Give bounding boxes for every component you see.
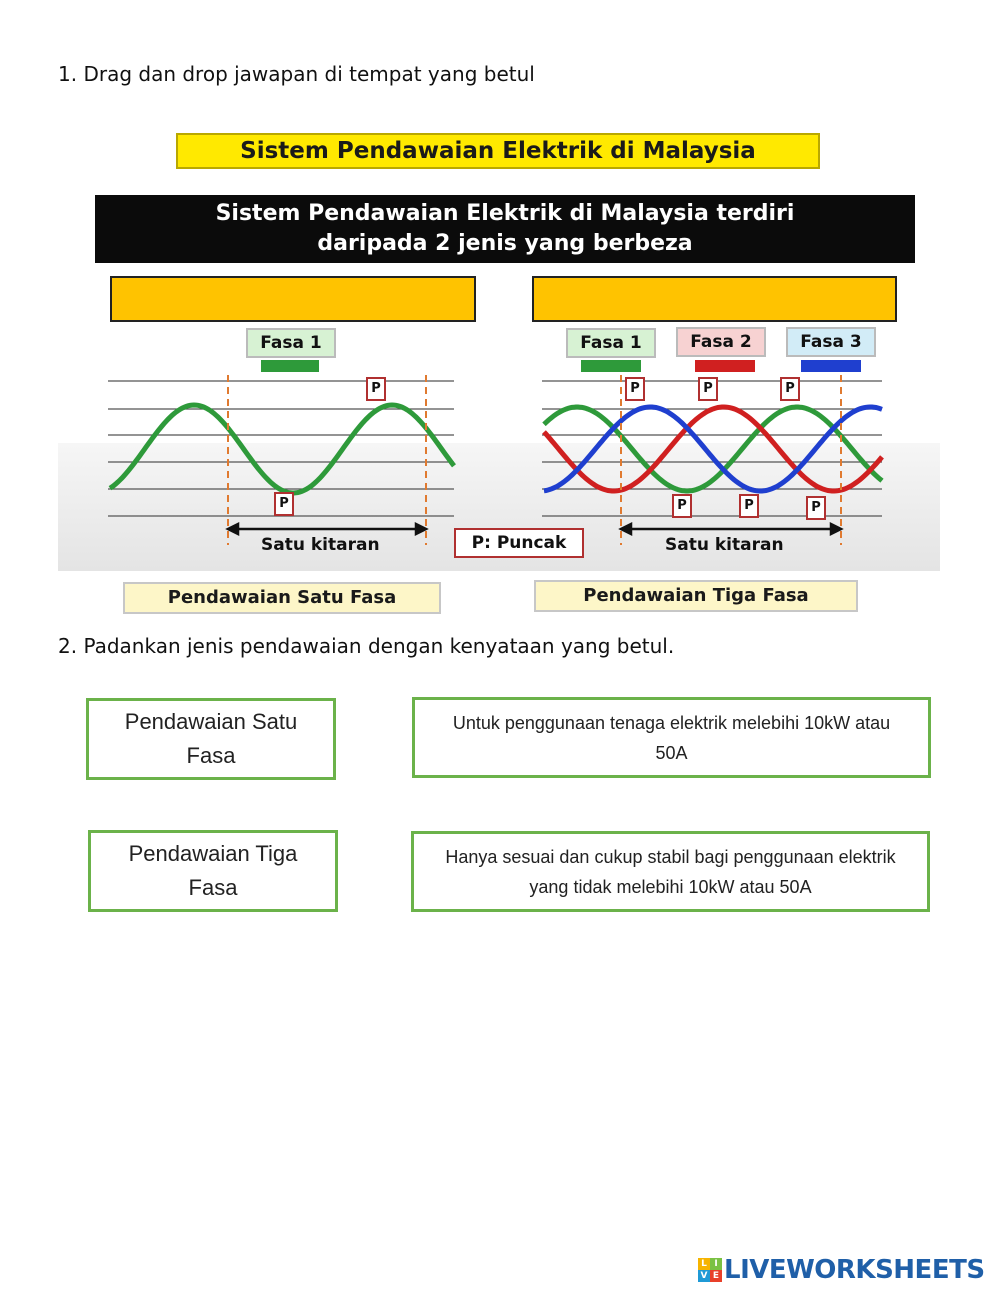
wiring-system-figure: Sistem Pendawaian Elektrik di Malaysia S… <box>58 125 940 620</box>
match-term-label: Pendawaian Satu Fasa <box>124 709 298 768</box>
label-left-fasa-1: Fasa 1 <box>246 328 336 358</box>
waveform-diagram <box>108 360 884 545</box>
match-statement-under-10kw[interactable]: Hanya sesuai dan cukup stabil bagi pengg… <box>411 831 930 912</box>
caption-three-phase: Pendawaian Tiga Fasa <box>534 580 858 612</box>
match-statement-label: Hanya sesuai dan cukup stabil bagi pengg… <box>445 846 896 897</box>
three-phase-wave-fasa3 <box>543 404 883 494</box>
figure-title: Sistem Pendawaian Elektrik di Malaysia <box>176 133 820 169</box>
question-2-instruction: 2. Padankan jenis pendawaian dengan keny… <box>58 634 675 658</box>
match-term-label: Pendawaian Tiga Fasa <box>128 841 298 900</box>
drop-zone-left[interactable] <box>110 276 476 322</box>
cycle-label-left: Satu kitaran <box>261 535 380 555</box>
three-phase-wave-fasa2 <box>542 404 884 494</box>
cycle-dashed-lines <box>227 375 842 545</box>
banner-line-1: Sistem Pendawaian Elektrik di Malaysia t… <box>215 201 795 226</box>
peak-marker-left-bottom: P <box>274 492 294 516</box>
banner-line-2: daripada 2 jenis yang berbeza <box>317 231 693 256</box>
match-term-three-phase[interactable]: Pendawaian Tiga Fasa <box>88 830 338 912</box>
caption-single-phase: Pendawaian Satu Fasa <box>123 582 441 614</box>
peak-legend: P: Puncak <box>454 528 584 558</box>
liveworksheets-logo: L I V E LIVEWORKSHEETS <box>698 1254 985 1286</box>
cycle-label-right: Satu kitaran <box>665 535 784 555</box>
label-right-fasa-3: Fasa 3 <box>786 327 876 357</box>
question-1-instruction: 1. Drag dan drop jawapan di tempat yang … <box>58 62 535 86</box>
peak-marker-right-bottom-2: P <box>739 494 759 518</box>
liveworksheets-logo-icon: L I V E <box>698 1258 722 1282</box>
label-right-fasa-2: Fasa 2 <box>676 327 766 357</box>
match-term-single-phase[interactable]: Pendawaian Satu Fasa <box>86 698 336 780</box>
peak-marker-left-top: P <box>366 377 386 401</box>
peak-marker-right-top-3: P <box>780 377 800 401</box>
match-statement-over-10kw[interactable]: Untuk penggunaan tenaga elektrik melebih… <box>412 697 931 778</box>
phase-color-bars <box>261 360 861 372</box>
peak-marker-right-top-2: P <box>698 377 718 401</box>
liveworksheets-logo-text: LIVEWORKSHEETS <box>724 1255 985 1285</box>
peak-marker-right-bottom-1: P <box>672 494 692 518</box>
label-right-fasa-1: Fasa 1 <box>566 328 656 358</box>
single-phase-wave <box>108 402 456 496</box>
cycle-arrows <box>225 521 844 537</box>
peak-marker-right-top-1: P <box>625 377 645 401</box>
drop-zone-right[interactable] <box>532 276 897 322</box>
three-phase-wave-fasa1 <box>542 404 884 494</box>
match-statement-label: Untuk penggunaan tenaga elektrik melebih… <box>452 712 891 763</box>
figure-banner: Sistem Pendawaian Elektrik di Malaysia t… <box>95 195 915 263</box>
peak-marker-right-bottom-3: P <box>806 496 826 520</box>
